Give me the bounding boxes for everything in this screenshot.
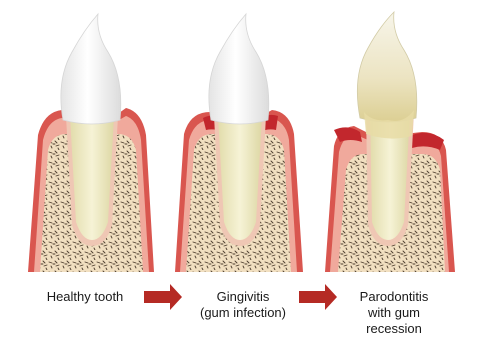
parodontitis-label-line: with gum	[334, 305, 454, 321]
healthy-crown	[61, 14, 121, 124]
gingivitis-tooth-figure	[175, 14, 303, 272]
gingivitis-label-line: (gum infection)	[183, 305, 303, 321]
parodontitis-label-line: recession	[334, 321, 454, 337]
healthy-tooth-figure	[28, 14, 154, 272]
healthy-tooth-label: Healthy tooth	[20, 289, 150, 305]
parodontitis-crown	[357, 12, 416, 122]
gingivitis-label-line: Gingivitis	[183, 289, 303, 305]
gingivitis-label: Gingivitis (gum infection)	[183, 289, 303, 321]
healthy-tooth-label-line: Healthy tooth	[20, 289, 150, 305]
parodontitis-label: Parodontitis with gum recession	[334, 289, 454, 337]
gingivitis-crown	[209, 14, 269, 124]
parodontitis-label-line: Parodontitis	[334, 289, 454, 305]
parodontitis-tooth-figure	[325, 12, 455, 272]
arrow-right-icon	[299, 284, 337, 310]
